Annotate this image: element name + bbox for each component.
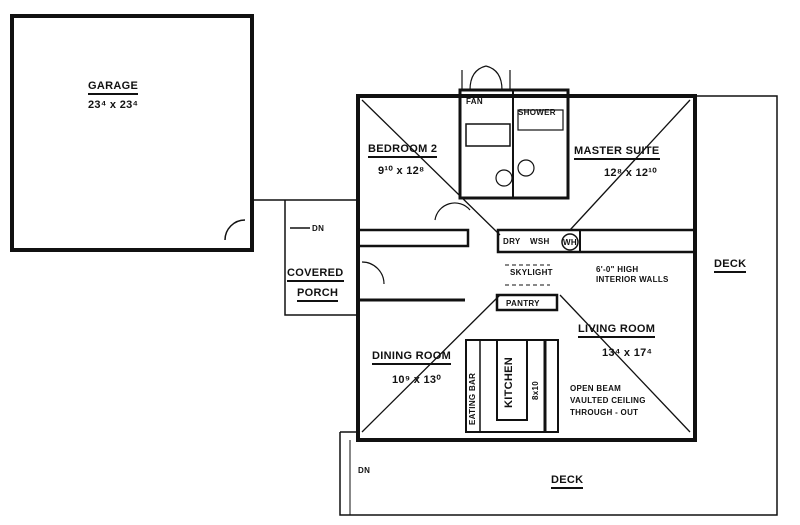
laundry-wall [496,228,697,254]
shower-label: SHOWER [518,108,556,117]
porch-label-1: COVERED [287,267,344,282]
dining-room-size: 10⁹ x 13⁰ [392,374,442,386]
porch-label-2: PORCH [297,287,339,302]
garage-door [224,219,246,241]
dining-room-label: DINING ROOM [372,350,452,365]
garage-walls [10,14,254,252]
dryer-label: DRY [503,237,521,246]
kitchen-size: 8x10 [531,381,540,400]
ceiling-note-1: OPEN BEAM [570,384,622,393]
porch-outline [252,199,358,316]
garage-size: 23⁴ x 23⁴ [88,99,139,111]
walls-note-2: INTERIOR WALLS [596,275,669,284]
master-suite-size: 12⁸ x 12¹⁰ [604,167,657,179]
deck-bottom-label: DECK [551,474,584,489]
living-room-size: 13⁴ x 17⁴ [602,347,653,359]
deck-down-label: DN [358,466,371,475]
living-room-label: LIVING ROOM [578,323,656,338]
hall-closet-wall [356,228,470,248]
pantry-box [495,293,559,312]
water-heater-label: WH [563,238,577,247]
pantry-label: PANTRY [506,299,540,308]
master-suite-label: MASTER SUITE [574,145,660,160]
kitchen-label: KITCHEN [503,357,515,408]
ceiling-note-3: THROUGH - OUT [570,408,639,417]
walls-note-1: 6'-0" HIGH [596,265,639,274]
deck-right-label: DECK [714,258,747,273]
eating-bar-label: EATING BAR [468,372,477,425]
house-exterior-walls [356,94,697,442]
ceiling-note-2: VAULTED CEILING [570,396,646,405]
bedroom2-size: 9¹⁰ x 12⁸ [378,165,425,177]
garage-label: GARAGE [88,80,139,95]
deck-right [339,95,778,516]
fan-label: FAN [466,97,483,106]
washer-label: WSH [530,237,550,246]
skylight-label: SKYLIGHT [510,268,553,277]
bedroom2-label: BEDROOM 2 [368,143,438,158]
porch-down-label: DN [312,224,325,233]
